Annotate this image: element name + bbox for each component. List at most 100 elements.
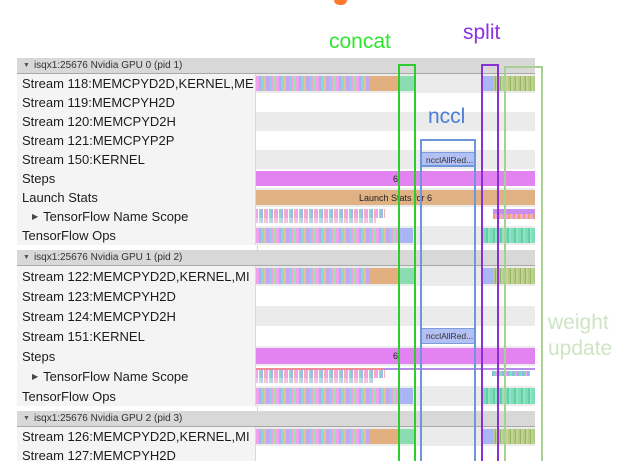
row-label-tensorflow-name-scope[interactable]: ▶ TensorFlow Name Scope — [17, 207, 256, 226]
trace-row: Stream 122:MEMCPYD2D,KERNEL,MI — [17, 266, 535, 286]
row-label-text: Launch Stats — [22, 190, 98, 205]
nccl-annotation-box — [420, 139, 476, 461]
trace-event-split-segment[interactable] — [483, 76, 493, 91]
row-label-text: TensorFlow Name Scope — [43, 209, 189, 224]
name-scope-ticks[interactable] — [256, 209, 385, 218]
expand-triangle-icon[interactable]: ▶ — [32, 371, 39, 381]
row-label-text: Stream 121:MEMCPYP2P — [22, 133, 175, 148]
timeline-track[interactable] — [256, 306, 535, 326]
trace-events-weight-update-segment[interactable] — [493, 429, 535, 444]
trace-events-weight-update-ops[interactable] — [483, 388, 535, 404]
trace-events-dense-bar[interactable] — [256, 76, 370, 91]
split-annotation-label: split — [463, 21, 501, 44]
trace-event-memcpy-segment[interactable] — [370, 268, 399, 284]
timeline-track[interactable] — [256, 446, 535, 461]
trace-event-nccl-op-segment[interactable] — [402, 388, 413, 404]
timeline-track[interactable] — [256, 207, 535, 226]
trace-event-concat-segment[interactable] — [399, 429, 415, 444]
row-label-text: Stream 123:MEMCPYH2D — [22, 288, 176, 304]
name-scope-violet-bar[interactable] — [493, 209, 535, 214]
timeline-track[interactable] — [256, 286, 535, 306]
trace-row: Stream 124:MEMCPYD2H — [17, 306, 535, 326]
row-label-text: Stream 124:MEMCPYD2H — [22, 308, 176, 324]
trace-events-weight-update-segment[interactable] — [493, 76, 535, 91]
collapse-triangle-icon[interactable]: ▼ — [23, 254, 30, 261]
gpu-section-header[interactable]: ▼isqx1:25676 Nvidia GPU 1 (pid 2) — [17, 250, 535, 266]
gpu-section-title: isqx1:25676 Nvidia GPU 1 (pid 2) — [33, 252, 183, 263]
name-scope-right-ticks[interactable] — [492, 371, 530, 376]
trace-events-weight-update-ops[interactable] — [483, 228, 535, 243]
row-label-text: TensorFlow Ops — [22, 228, 116, 243]
name-scope-ticks[interactable] — [256, 370, 385, 378]
timeline-track[interactable] — [256, 93, 535, 112]
row-label-stream-122-memcpyd2d-kernel-mi: Stream 122:MEMCPYD2D,KERNEL,MI — [17, 266, 256, 286]
trace-event-concat-segment[interactable] — [399, 76, 415, 91]
timeline-track[interactable] — [256, 366, 535, 386]
timeline-track[interactable]: 6 — [256, 169, 535, 188]
gpu-section-header[interactable]: ▼isqx1:25676 Nvidia GPU 0 (pid 1) — [17, 58, 535, 74]
trace-event-split-segment[interactable] — [483, 268, 493, 284]
timeline-track[interactable] — [256, 112, 535, 131]
row-label-text: Stream 150:KERNEL — [22, 152, 145, 167]
row-label-tensorflow-ops: TensorFlow Ops — [17, 386, 256, 406]
trace-events-dense-bar[interactable] — [256, 228, 402, 243]
timeline-track[interactable]: 6 — [256, 346, 535, 366]
steps-bar[interactable]: 6 — [256, 171, 535, 186]
trace-row: TensorFlow Ops — [17, 386, 535, 406]
collapse-triangle-icon[interactable]: ▼ — [23, 415, 30, 422]
trace-event-nccl-op-segment[interactable] — [402, 228, 413, 243]
name-scope-ticks-lower[interactable] — [256, 218, 376, 223]
timeline-track[interactable] — [256, 74, 535, 93]
gpu-section-header[interactable]: ▼isqx1:25676 Nvidia GPU 2 (pid 3) — [17, 411, 535, 427]
nccl-annotation-label: nccl — [428, 105, 466, 128]
row-label-text: Stream 120:MEMCPYD2H — [22, 114, 176, 129]
name-scope-pink-line[interactable] — [256, 368, 383, 370]
timeline-track[interactable]: Launch Stats for 6 — [256, 188, 535, 207]
timeline-track[interactable] — [256, 226, 535, 245]
trace-event-memcpy-segment[interactable] — [370, 429, 399, 444]
row-label-stream-127-memcpyh2d: Stream 127:MEMCPYH2D — [17, 446, 256, 461]
row-label-launch-stats: Launch Stats — [17, 188, 256, 207]
trace-row: Stream 118:MEMCPYD2D,KERNEL,ME — [17, 74, 535, 93]
timeline-track[interactable] — [256, 386, 535, 406]
orange-annotation-fragment — [334, 0, 347, 5]
row-label-tensorflow-name-scope[interactable]: ▶TensorFlow Name Scope — [17, 366, 256, 386]
row-label-stream-124-memcpyd2h: Stream 124:MEMCPYD2H — [17, 306, 256, 326]
row-label-stream-151-kernel: Stream 151:KERNEL — [17, 326, 256, 346]
trace-event-memcpy-segment[interactable] — [370, 76, 399, 91]
gpu-section-title: isqx1:25676 Nvidia GPU 2 (pid 3) — [33, 413, 183, 424]
trace-events-dense-bar[interactable] — [256, 268, 370, 284]
row-label-text: Steps — [22, 348, 56, 364]
name-scope-ticks-lower[interactable] — [256, 378, 374, 383]
row-label-text: Stream 151:KERNEL — [22, 328, 145, 344]
row-label-steps: Steps — [17, 169, 256, 188]
timeline-track[interactable] — [256, 131, 535, 150]
collapse-triangle-icon[interactable]: ▼ — [23, 62, 30, 69]
launch-stats-bar[interactable]: Launch Stats for 6 — [256, 190, 535, 205]
row-label-text: Stream 126:MEMCPYD2D,KERNEL,MI — [22, 429, 250, 444]
timeline-track[interactable] — [256, 427, 535, 446]
trace-event-split-segment[interactable] — [483, 429, 493, 444]
split-annotation-box — [481, 64, 499, 461]
expand-triangle-icon[interactable]: ▶ — [32, 212, 39, 221]
trace-events-weight-update-segment[interactable] — [493, 268, 535, 284]
gpu-section-title: isqx1:25676 Nvidia GPU 0 (pid 1) — [33, 60, 183, 71]
nccl-annotation-box-divider — [420, 165, 476, 167]
row-label-stream-119-memcpyh2d: Stream 119:MEMCPYH2D — [17, 93, 256, 112]
concat-annotation-label: concat — [329, 30, 391, 53]
trace-events-dense-bar[interactable] — [256, 388, 402, 404]
name-scope-violet-line[interactable] — [383, 368, 535, 370]
trace-row: Stream 120:MEMCPYD2H — [17, 112, 535, 131]
row-label-stream-123-memcpyh2d: Stream 123:MEMCPYH2D — [17, 286, 256, 306]
trace-row: Launch Stats Launch Stats for 6 — [17, 188, 535, 207]
timeline-track[interactable] — [256, 266, 535, 286]
trace-row: ▶ TensorFlow Name Scope — [17, 207, 535, 226]
trace-events-dense-bar[interactable] — [256, 429, 370, 444]
trace-row: Stream 123:MEMCPYH2D — [17, 286, 535, 306]
name-scope-right-ticks[interactable] — [493, 214, 535, 219]
steps-bar[interactable]: 6 — [256, 348, 535, 364]
trace-event-concat-segment[interactable] — [399, 268, 415, 284]
timeline-track[interactable]: ncclAllRed... — [256, 326, 535, 346]
